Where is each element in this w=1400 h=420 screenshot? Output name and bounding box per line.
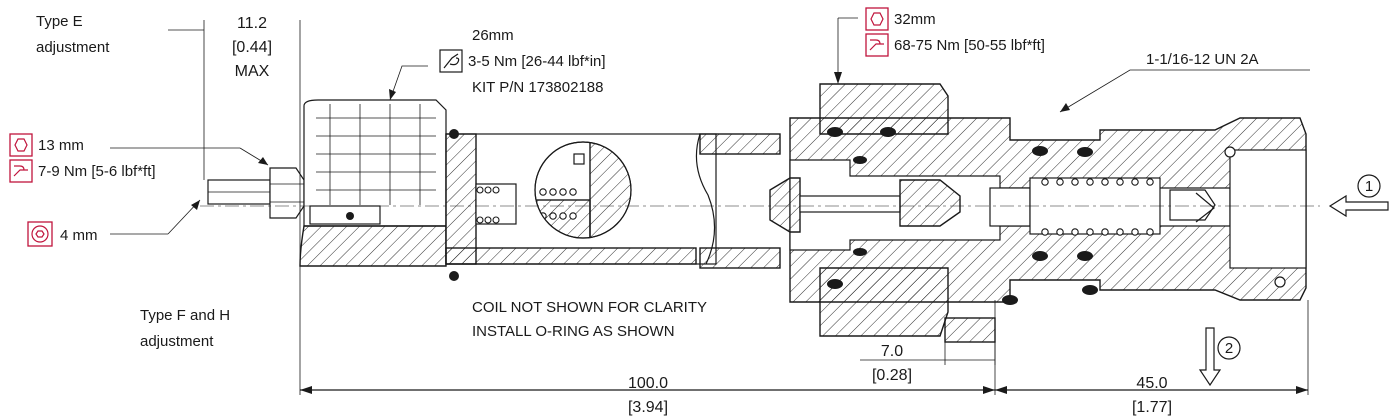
hex-wrench-icon (865, 7, 889, 31)
dim-7-inch: [0.28] (872, 367, 912, 384)
spring-left (476, 186, 500, 224)
coil-nut-assembly (299, 99, 447, 267)
hex4-label: 4 mm (60, 227, 98, 244)
dimension-lines (110, 17, 1389, 395)
torque-32-label: 68-75 Nm [50-55 lbf*ft] (894, 37, 1045, 54)
type-fh-label-2: adjustment (140, 333, 214, 350)
torque-wrench-icon (865, 33, 889, 57)
max-dim-inch: [0.44] (232, 39, 272, 56)
nut-size-label: 26mm (472, 27, 514, 44)
kit-label: KIT P/N 173802188 (472, 79, 603, 96)
hex-socket-icon (27, 221, 53, 247)
note-coil: COIL NOT SHOWN FOR CLARITY (472, 299, 707, 316)
hand-torque-icon (439, 49, 463, 73)
nut-torque-label: 3-5 Nm [26-44 lbf*in] (468, 53, 606, 70)
spring-main (1041, 178, 1154, 236)
port-1-label: 1 (1365, 178, 1373, 195)
hex13-label: 13 mm (38, 137, 84, 154)
valve-cartridge-body (200, 83, 1320, 343)
max-dim-max: MAX (235, 63, 270, 80)
port-2-label: 2 (1225, 340, 1233, 357)
note-oring: INSTALL O-RING AS SHOWN (472, 323, 675, 340)
type-e-label-1: Type E (36, 13, 83, 30)
adjustment-screw (207, 167, 305, 219)
type-e-label-2: adjustment (36, 39, 110, 56)
hex32-label: 32mm (894, 11, 936, 28)
dim-100-value: 100.0 (628, 375, 668, 392)
dim-45-inch: [1.77] (1132, 399, 1172, 416)
hex-wrench-icon (9, 133, 33, 157)
dim-7-value: 7.0 (881, 343, 903, 360)
type-fh-label-1: Type F and H (140, 307, 230, 324)
detail-circle (534, 141, 632, 239)
max-dim-value: 11.2 (237, 15, 267, 32)
torque-small-label: 7-9 Nm [5-6 lbf*ft] (38, 163, 156, 180)
torque-wrench-icon (9, 159, 33, 183)
thread-label: 1-1/16-12 UN 2A (1146, 51, 1259, 68)
dim-100-inch: [3.94] (628, 399, 668, 416)
dim-45-value: 45.0 (1136, 375, 1167, 392)
